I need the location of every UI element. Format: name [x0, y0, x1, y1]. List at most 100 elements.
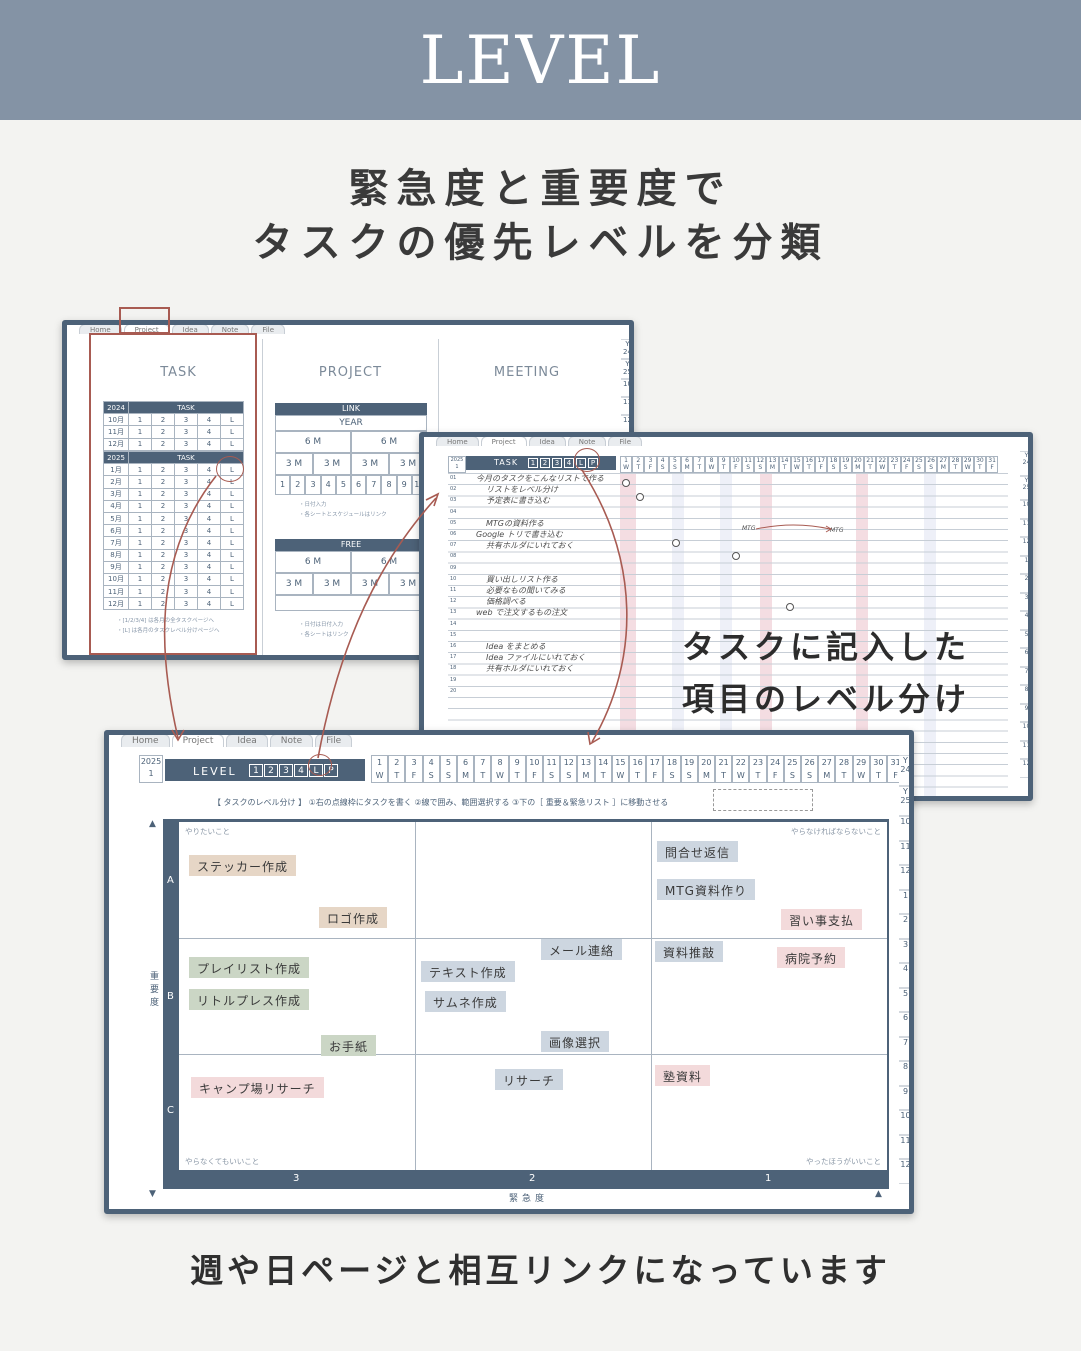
side-tab[interactable]: 9: [899, 1085, 909, 1110]
task-sticky[interactable]: 資料推敲: [655, 941, 724, 962]
side-tab[interactable]: 11: [899, 1134, 909, 1159]
side-tab-11[interactable]: 11: [621, 397, 629, 415]
task-entry[interactable]: 今月のタスクをこんなリストで作る: [476, 474, 604, 483]
task-entry[interactable]: 買い出しリスト作る: [486, 574, 558, 584]
side-tab-y25[interactable]: Y 25: [621, 359, 629, 379]
level-button-2[interactable]: 2: [264, 764, 278, 777]
task-entry[interactable]: 共有ホルダにいれておく: [486, 541, 574, 551]
task-sticky[interactable]: お手紙: [321, 1035, 377, 1056]
level-button-3[interactable]: 3: [279, 764, 293, 777]
side-tab[interactable]: 6: [899, 1012, 909, 1037]
level-button-4[interactable]: 4: [564, 458, 574, 468]
month-link-cell[interactable]: 4: [320, 475, 336, 495]
free-three-month-1[interactable]: 3 M: [275, 573, 313, 595]
side-tab[interactable]: 5: [899, 987, 909, 1012]
tab-idea[interactable]: Idea: [171, 325, 209, 334]
tab-idea[interactable]: Idea: [226, 735, 268, 747]
month-link-cell[interactable]: 5: [335, 475, 351, 495]
level-button-3[interactable]: 3: [552, 458, 562, 468]
tab-home[interactable]: Home: [121, 735, 170, 747]
side-tab-y24[interactable]: Y 24: [621, 339, 629, 359]
month-link-cell[interactable]: 2: [290, 475, 306, 495]
side-tab[interactable]: 4: [899, 963, 909, 988]
task-sticky[interactable]: ロゴ作成: [319, 907, 388, 928]
task-link-cell[interactable]: 1: [128, 597, 152, 611]
tab-project[interactable]: Project: [171, 735, 225, 747]
three-month-cell-1[interactable]: 3 M: [275, 453, 313, 475]
tab-project[interactable]: Project: [480, 437, 527, 446]
side-tab[interactable]: 10: [1020, 722, 1028, 741]
six-month-cell-1[interactable]: 6 M: [275, 431, 351, 453]
level-button-4[interactable]: 4: [294, 764, 308, 777]
level-button-1[interactable]: 1: [249, 764, 263, 777]
tab-home[interactable]: Home: [436, 437, 479, 446]
task-entry[interactable]: Idea ファイルにいれておく: [486, 653, 586, 663]
level-button-1[interactable]: 1: [528, 458, 538, 468]
side-tab[interactable]: 12: [899, 1159, 909, 1184]
month-link-cell[interactable]: 1: [275, 475, 291, 495]
month-link-cell[interactable]: 7: [366, 475, 382, 495]
month-link-cell[interactable]: 3: [305, 475, 321, 495]
side-tab[interactable]: Y 24: [899, 755, 909, 786]
side-tab[interactable]: 7: [899, 1036, 909, 1061]
side-tab[interactable]: 4: [1020, 611, 1028, 630]
side-tab[interactable]: 6: [1020, 648, 1028, 667]
task-sticky[interactable]: 病院予約: [777, 947, 846, 968]
side-tab[interactable]: 8: [1020, 685, 1028, 704]
task-sticky[interactable]: リトルプレス作成: [189, 989, 310, 1010]
month-link-cell[interactable]: 6: [351, 475, 367, 495]
task-link-cell[interactable]: L: [220, 597, 244, 611]
tab-file[interactable]: File: [608, 437, 643, 446]
task-sticky[interactable]: テキスト作成: [421, 961, 515, 982]
tab-note[interactable]: Note: [269, 735, 314, 747]
side-tab[interactable]: Y 25: [1020, 475, 1028, 500]
level-button-2[interactable]: 2: [540, 458, 550, 468]
free-six-month-1[interactable]: 6 M: [275, 551, 351, 573]
task-link-cell[interactable]: L: [220, 437, 244, 451]
task-entry[interactable]: web で注文するもの注文: [476, 608, 568, 618]
task-input-box[interactable]: [713, 789, 813, 811]
task-entry[interactable]: 予定表に書き込む: [486, 496, 550, 506]
side-tab[interactable]: 8: [899, 1061, 909, 1086]
side-tab[interactable]: 5: [1020, 629, 1028, 648]
side-tab[interactable]: Y 24: [1020, 451, 1028, 476]
side-tab[interactable]: 1: [899, 889, 909, 914]
month-link-cell[interactable]: 8: [381, 475, 397, 495]
side-tab[interactable]: 12: [899, 865, 909, 890]
task-entry[interactable]: リストをレベル分け: [486, 485, 558, 495]
side-tab[interactable]: 10: [899, 1110, 909, 1135]
